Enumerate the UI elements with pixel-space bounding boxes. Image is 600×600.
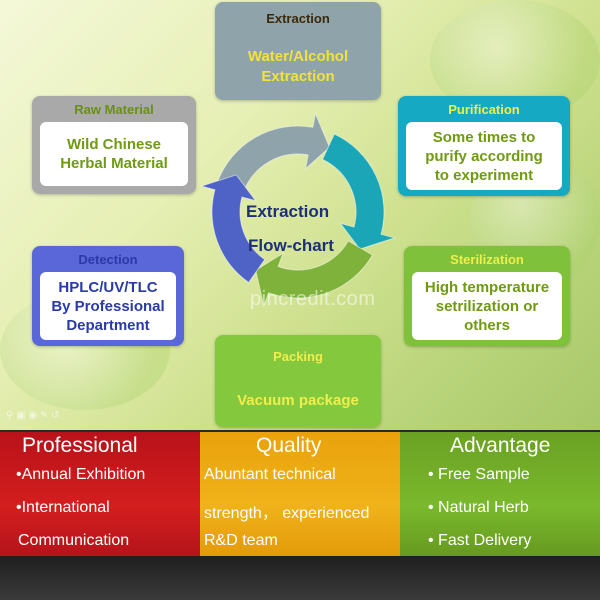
step-packing-title: Packing	[273, 349, 323, 364]
arrow-left	[199, 174, 266, 284]
band-professional-item: Communication	[18, 532, 130, 549]
arrow-right	[321, 133, 397, 250]
step-purification-body: Some times to purify according to experi…	[406, 122, 562, 190]
band-professional-item: •Annual Exhibition	[16, 466, 146, 483]
watermark: pincredit.com	[250, 288, 376, 310]
step-purification-title: Purification	[448, 102, 520, 117]
step-raw-material-body: Wild Chinese Herbal Material	[40, 122, 188, 186]
step-sterilization-line1: High temperature	[424, 278, 550, 296]
step-extraction-line1: Water/Alcohol	[247, 48, 349, 65]
band-advantage-item: • Natural Herb	[428, 499, 529, 516]
band-professional-item: •International	[16, 499, 110, 516]
step-sterilization-line3: others	[464, 316, 510, 334]
step-purification: Purification Some times to purify accord…	[398, 96, 570, 196]
step-extraction: Extraction Water/Alcohol Extraction	[215, 2, 381, 100]
toolbar-icons: ⚲ ▣ ◉ ✎ ↺	[6, 410, 60, 421]
step-sterilization-line2: setrilization or	[435, 297, 539, 315]
footer-bar	[0, 556, 600, 600]
band-quality: Quality Abuntant technical strength， exp…	[200, 432, 400, 556]
center-title-line1: Extraction	[246, 202, 330, 221]
step-sterilization-body: High temperature setrilization or others	[412, 272, 562, 340]
step-packing: Packing Vacuum package	[215, 335, 381, 427]
band-professional: Professional •Annual Exhibition •Interna…	[0, 432, 200, 556]
step-packing-line1: Vacuum package	[237, 392, 359, 409]
arrow-bottom	[255, 240, 374, 308]
step-detection-line1: HPLC/UV/TLC	[58, 278, 158, 296]
step-raw-material: Raw Material Wild Chinese Herbal Materia…	[32, 96, 196, 194]
step-extraction-line2: Extraction	[261, 68, 335, 85]
arrow-top	[216, 111, 331, 193]
band-quality-item: Abuntant technical	[204, 466, 336, 483]
band-quality-item: strength， experienced	[204, 505, 370, 522]
band-advantage-heading: Advantage	[450, 434, 551, 457]
band-quality-heading: Quality	[256, 434, 322, 457]
step-sterilization: Sterilization High temperature setriliza…	[404, 246, 570, 346]
step-purification-line2: purify according	[425, 147, 543, 165]
flowchart-area: Extraction Water/Alcohol Extraction Raw …	[0, 0, 600, 430]
step-raw-material-title: Raw Material	[74, 102, 154, 117]
step-extraction-title: Extraction	[266, 11, 330, 26]
step-detection-line2: By Professional	[51, 297, 165, 315]
cycle-arrows	[199, 111, 397, 308]
step-raw-material-line2: Herbal Material	[60, 155, 168, 172]
band-advantage-item: • Free Sample	[428, 466, 530, 483]
step-sterilization-title: Sterilization	[450, 252, 524, 267]
step-raw-material-line1: Wild Chinese	[66, 136, 162, 153]
band-quality-item: R&D team	[204, 532, 278, 549]
center-title-line2: Flow-chart	[248, 236, 334, 255]
band-advantage-item: • Fast Delivery	[428, 532, 532, 549]
step-detection-title: Detection	[78, 252, 138, 267]
step-purification-line3: to experiment	[434, 166, 534, 184]
band-advantage: Advantage • Free Sample • Natural Herb •…	[400, 432, 600, 556]
step-detection-body: HPLC/UV/TLC By Professional Department	[40, 272, 176, 340]
step-purification-line1: Some times to	[432, 128, 536, 146]
step-detection: Detection HPLC/UV/TLC By Professional De…	[32, 246, 184, 346]
band-professional-heading: Professional	[22, 434, 138, 457]
step-detection-line3: Department	[66, 316, 150, 334]
